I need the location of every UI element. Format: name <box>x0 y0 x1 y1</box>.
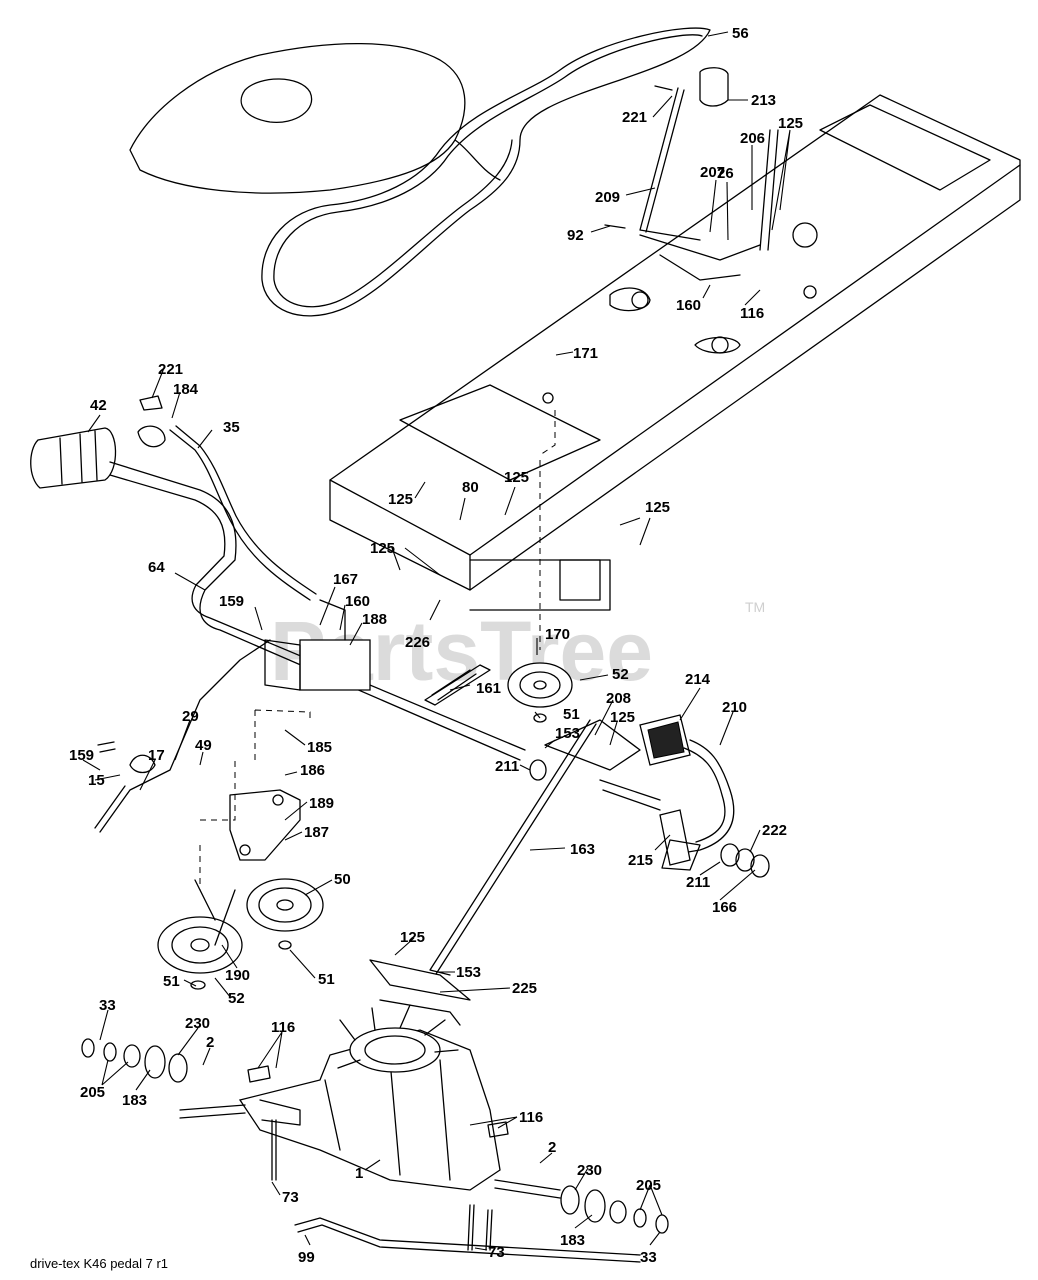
leader-lines <box>82 31 791 1251</box>
callout-215: 215 <box>628 852 653 869</box>
callout-208: 208 <box>606 690 631 707</box>
callout-188: 188 <box>362 611 387 628</box>
callout-222: 222 <box>762 822 787 839</box>
callout-186: 186 <box>300 762 325 779</box>
callouts: 56 221 213 125 206 207 26 209 92 160 116… <box>69 25 803 1266</box>
callout-211: 211 <box>495 758 519 775</box>
transaxle <box>81 1004 669 1251</box>
callout-160: 160 <box>676 297 701 314</box>
callout-211: 211 <box>686 874 710 891</box>
callout-214: 214 <box>685 671 711 688</box>
idler-pulleys <box>157 410 573 990</box>
callout-210: 210 <box>722 699 747 716</box>
callout-116: 116 <box>271 1019 295 1036</box>
drive-belt <box>261 27 711 317</box>
callout-230: 230 <box>577 1162 602 1179</box>
callout-17: 17 <box>148 747 165 764</box>
callout-125: 125 <box>504 469 529 486</box>
callout-64: 64 <box>148 559 165 576</box>
callout-189: 189 <box>309 795 334 812</box>
callout-116: 116 <box>740 305 764 322</box>
callout-51: 51 <box>163 973 180 990</box>
callout-225: 225 <box>512 980 537 997</box>
callout-29: 29 <box>182 708 199 725</box>
callout-125: 125 <box>370 540 395 557</box>
callout-230: 230 <box>185 1015 210 1032</box>
main-frame <box>329 94 1021 611</box>
callout-26: 26 <box>717 165 734 182</box>
callout-207: 207 <box>700 164 725 181</box>
callout-92: 92 <box>567 227 584 244</box>
callout-2: 2 <box>206 1034 214 1051</box>
link-brackets <box>94 599 641 1026</box>
callout-49: 49 <box>195 737 212 754</box>
callout-50: 50 <box>334 871 351 888</box>
callout-51: 51 <box>318 971 335 988</box>
callout-80: 80 <box>462 479 479 496</box>
callout-15: 15 <box>88 772 105 789</box>
callout-183: 183 <box>122 1092 147 1109</box>
callout-171: 171 <box>573 345 598 362</box>
callout-2: 2 <box>548 1139 556 1156</box>
callout-206: 206 <box>740 130 765 147</box>
callout-184: 184 <box>173 381 199 398</box>
callout-99: 99 <box>298 1249 315 1266</box>
callout-42: 42 <box>90 397 107 414</box>
callout-209: 209 <box>595 189 620 206</box>
callout-52: 52 <box>228 990 245 1007</box>
deck-hood <box>129 42 501 194</box>
callout-205: 205 <box>636 1177 661 1194</box>
callout-159: 159 <box>219 593 244 610</box>
callout-187: 187 <box>304 824 329 841</box>
callout-125: 125 <box>400 929 425 946</box>
callout-226: 226 <box>405 634 430 651</box>
callout-213: 213 <box>751 92 776 109</box>
callout-125: 125 <box>610 709 635 726</box>
callout-33: 33 <box>99 997 116 1014</box>
callout-35: 35 <box>223 419 240 436</box>
callout-163: 163 <box>570 841 595 858</box>
callout-161: 161 <box>476 680 501 697</box>
callout-183: 183 <box>560 1232 585 1249</box>
callout-56: 56 <box>732 25 749 42</box>
callout-125: 125 <box>778 115 803 132</box>
callout-73: 73 <box>282 1189 299 1206</box>
callout-125: 125 <box>645 499 670 516</box>
callout-1: 1 <box>355 1165 363 1182</box>
callout-221: 221 <box>158 361 183 378</box>
callout-166: 166 <box>712 899 737 916</box>
tow-rod <box>294 1217 641 1263</box>
callout-73: 73 <box>488 1244 505 1261</box>
callout-160: 160 <box>345 593 370 610</box>
callout-52: 52 <box>612 666 629 683</box>
callout-190: 190 <box>225 967 250 984</box>
callout-153: 153 <box>555 725 580 742</box>
callout-116: 116 <box>519 1109 543 1126</box>
callout-159: 159 <box>69 747 94 764</box>
callout-221: 221 <box>622 109 647 126</box>
watermark-trademark: TM <box>745 599 765 615</box>
callout-185: 185 <box>307 739 332 756</box>
callout-205: 205 <box>80 1084 105 1101</box>
callout-51: 51 <box>563 706 580 723</box>
callout-33: 33 <box>640 1249 657 1266</box>
diagram-code: drive-tex K46 pedal 7 r1 <box>30 1256 168 1271</box>
callout-125: 125 <box>388 491 413 508</box>
pedal-shaft <box>30 395 526 761</box>
callout-153: 153 <box>456 964 481 981</box>
brake-pedal-assembly <box>529 714 770 878</box>
callout-167: 167 <box>333 571 358 588</box>
callout-170: 170 <box>545 626 570 643</box>
